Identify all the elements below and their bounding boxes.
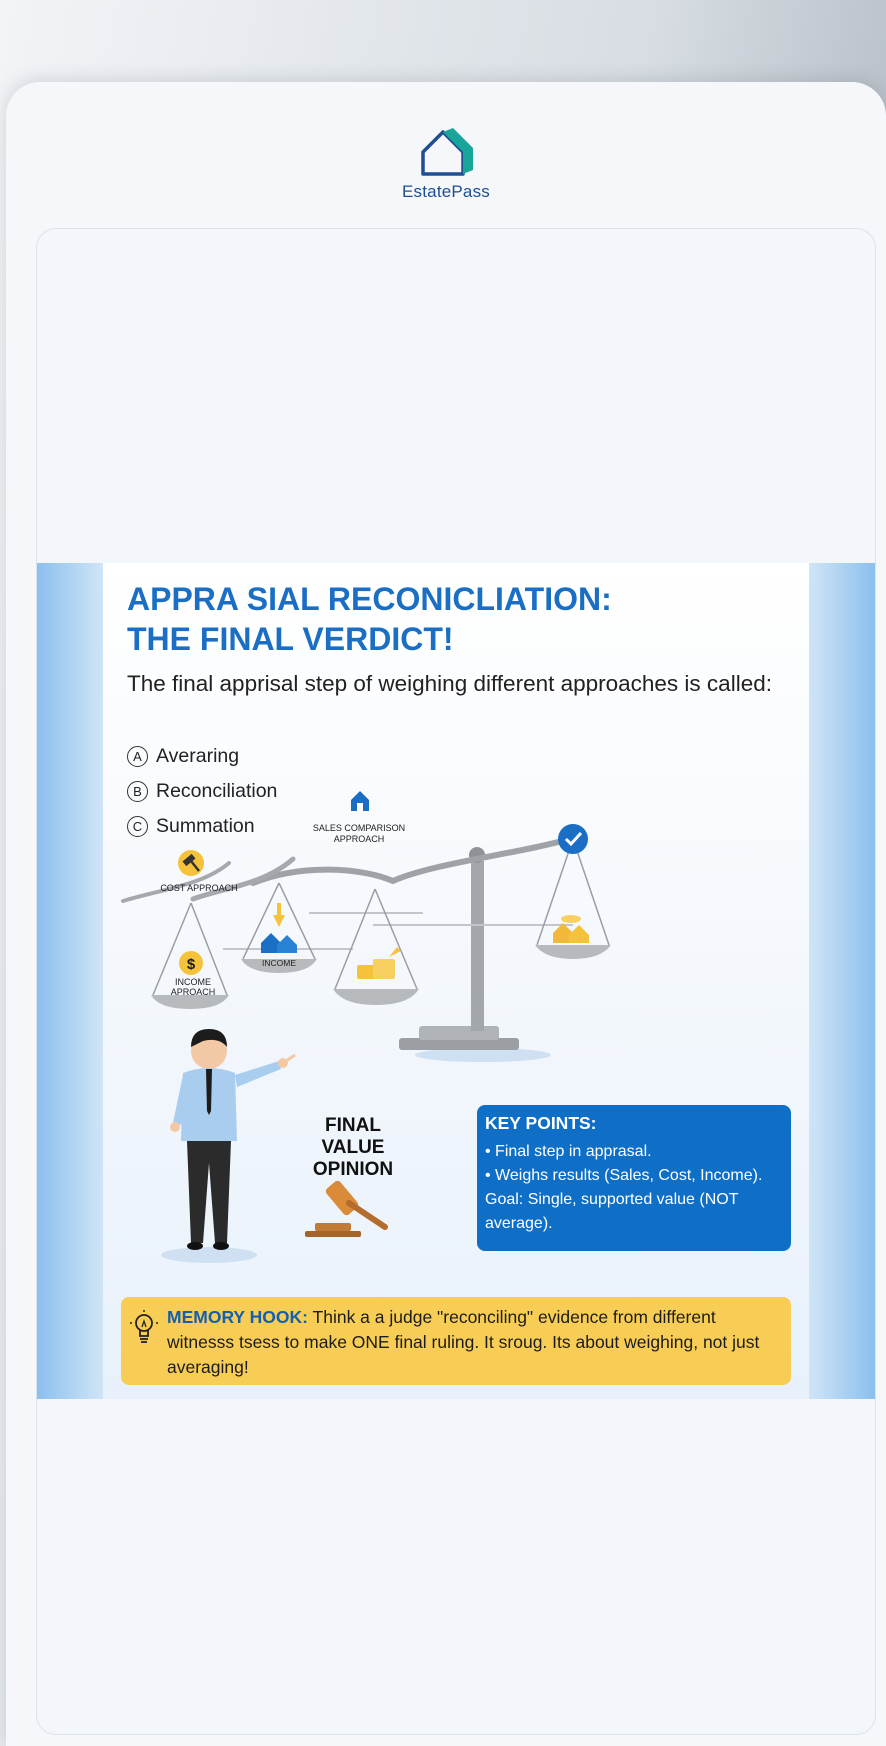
- content-panel: APPRA SIAL RECONICLIATION: THE FINAL VER…: [36, 228, 876, 1735]
- option-b-letter: B: [127, 781, 148, 802]
- key-points-title: KEY POINTS:: [485, 1113, 597, 1133]
- appraiser-illustration: [161, 1029, 296, 1263]
- house-logo-icon: [421, 128, 473, 176]
- memory-hook-line-1: MEMORY HOOK: Think a a judge "reconcilin…: [167, 1305, 777, 1330]
- dollar-icon: $: [187, 956, 196, 973]
- final-value-line-2: VALUE: [321, 1137, 385, 1158]
- app-screen: EstatePass APPRA SIAL RECONICLIATION: TH…: [6, 82, 886, 1746]
- option-a[interactable]: A Averaring: [127, 739, 277, 774]
- final-value-opinion: FINAL VALUE OPINION: [293, 1115, 413, 1181]
- app-logo: EstatePass: [6, 126, 886, 202]
- gold-houses-icon: [553, 915, 589, 943]
- sales-comparison-label-1: SALES COMPARISON: [313, 823, 405, 833]
- final-value-line-3: OPINION: [312, 1159, 394, 1180]
- option-c-text: Summation: [156, 815, 255, 837]
- income-houses-icon: [261, 933, 297, 953]
- option-c[interactable]: C Summation: [127, 809, 277, 844]
- key-point-1: • Final step in apprasal.: [485, 1143, 652, 1160]
- brand-name: EstatePass: [402, 182, 490, 201]
- memory-hook-label: MEMORY HOOK:: [167, 1307, 308, 1327]
- income-approach-label-1: INCOME: [175, 977, 211, 987]
- infographic-image: APPRA SIAL RECONICLIATION: THE FINAL VER…: [37, 563, 875, 1399]
- headline-line-1: APPRA SIAL RECONICLIATION:: [127, 581, 612, 617]
- option-c-letter: C: [127, 816, 148, 837]
- sales-house-icon: [351, 791, 369, 811]
- money-icon: [357, 947, 401, 979]
- key-point-2: • Weighs results (Sales, Cost, Income).: [485, 1167, 763, 1184]
- income-label: INCOME: [262, 958, 296, 968]
- infographic-headline: APPRA SIAL RECONICLIATION: THE FINAL VER…: [127, 579, 612, 659]
- gavel-icon: [305, 1180, 388, 1237]
- hammer-icon: [178, 850, 204, 876]
- option-a-letter: A: [127, 746, 148, 767]
- memory-hook-line-2: witnesss tsess to make ONE final ruling.…: [167, 1332, 760, 1352]
- final-value-line-1: FINAL: [325, 1115, 381, 1136]
- memory-hook-line-3: averaging!: [167, 1357, 249, 1377]
- headline-line-2: THE FINAL VERDICT!: [127, 621, 454, 657]
- option-b-text: Reconciliation: [156, 780, 278, 802]
- lightbulb-icon: [130, 1310, 158, 1343]
- question-text: The final apprisal step of weighing diff…: [127, 671, 772, 696]
- option-b[interactable]: B Reconciliation: [127, 774, 277, 809]
- up-arrow-icon: [273, 903, 285, 927]
- answer-options: A Averaring B Reconciliation C Summation: [127, 739, 277, 844]
- key-point-4: average).: [485, 1215, 553, 1232]
- key-point-3: Goal: Single, supported value (NOT: [485, 1191, 739, 1208]
- infographic-inner: APPRA SIAL RECONICLIATION: THE FINAL VER…: [103, 563, 809, 1399]
- key-points-box: KEY POINTS: • Final step in apprasal. • …: [477, 1105, 791, 1251]
- option-a-text: Averaring: [156, 745, 240, 767]
- sales-comparison-label-2: APPROACH: [334, 834, 385, 844]
- check-icon: [558, 824, 588, 854]
- memory-hook-text-1: Think a a judge "reconciling" evidence f…: [312, 1307, 716, 1327]
- income-approach-label-2: APROACH: [171, 987, 216, 997]
- memory-hook-box: MEMORY HOOK: Think a a judge "reconcilin…: [121, 1297, 791, 1385]
- cost-approach-label: COST APPROACH: [160, 883, 237, 893]
